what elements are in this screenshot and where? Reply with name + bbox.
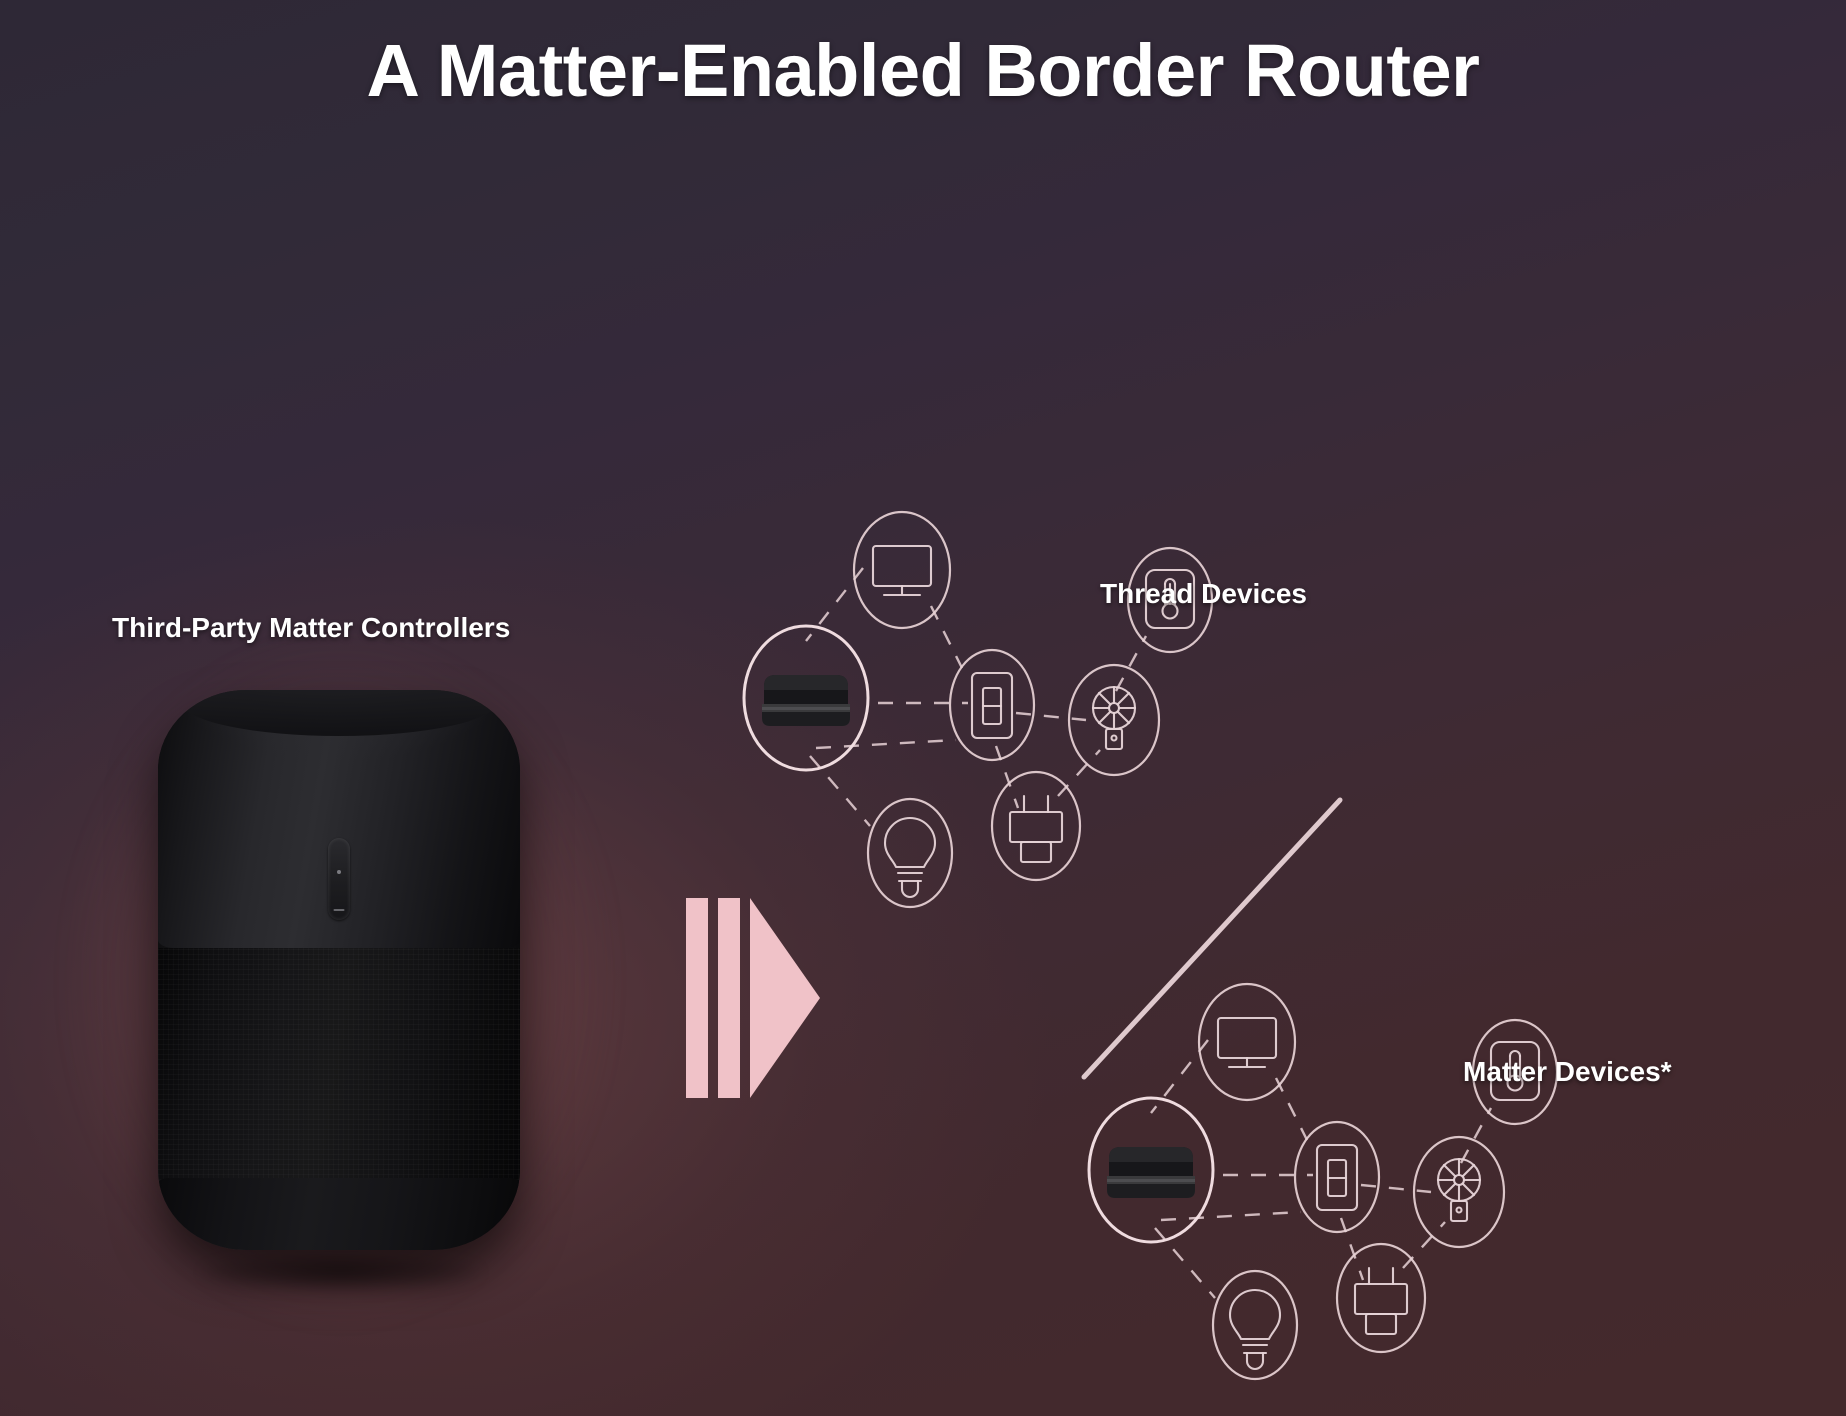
light-bulb-icon: [883, 816, 937, 898]
node-border-router-hub[interactable]: [742, 624, 870, 772]
tv-icon: [1216, 1016, 1278, 1069]
node-light-bulb[interactable]: [1211, 1269, 1299, 1381]
node-border-router-hub[interactable]: [1087, 1096, 1215, 1244]
speaker-mesh-fabric: [158, 948, 520, 1180]
thermostat-icon: [1489, 1040, 1541, 1102]
node-light-switch[interactable]: [948, 648, 1036, 762]
power-plug-icon: [1353, 1266, 1409, 1336]
label-third-party-matter-controllers: Third-Party Matter Controllers: [112, 612, 511, 643]
node-tv[interactable]: [1197, 982, 1297, 1102]
label-thread-devices: Thread Devices: [1100, 578, 1307, 609]
speaker-button-line: [333, 909, 345, 911]
thermostat-icon: [1144, 568, 1196, 630]
node-light-switch[interactable]: [1293, 1120, 1381, 1234]
light-switch-icon: [970, 671, 1014, 740]
light-bulb-icon: [1228, 1288, 1282, 1370]
chevron-right-arrow: [686, 898, 820, 1098]
ceiling-fan-icon: [1091, 685, 1137, 751]
node-light-bulb[interactable]: [866, 797, 954, 909]
node-power-plug[interactable]: [990, 770, 1082, 882]
node-ceiling-fan[interactable]: [1412, 1135, 1506, 1249]
cluster-links: [805, 567, 1148, 827]
node-thermostat[interactable]: [1126, 546, 1214, 654]
speaker-button[interactable]: [328, 838, 350, 920]
speaker-button-indicator: [337, 870, 341, 875]
power-plug-icon: [1008, 794, 1064, 864]
hub-box-icon: [1107, 1147, 1195, 1198]
speaker-body: [158, 690, 520, 1250]
node-ceiling-fan[interactable]: [1067, 663, 1161, 777]
page-title: A Matter-Enabled Border Router: [366, 29, 1480, 112]
speaker-drop-shadow: [200, 1252, 482, 1292]
label-matter-devices: Matter Devices*: [1463, 1056, 1672, 1087]
network-cluster-matter: [1040, 980, 1826, 1400]
node-tv[interactable]: [852, 510, 952, 630]
hub-box-icon: [762, 675, 850, 726]
node-power-plug[interactable]: [1335, 1242, 1427, 1354]
ceiling-fan-icon: [1436, 1157, 1482, 1223]
network-cluster-thread: [718, 508, 1458, 928]
node-thermostat[interactable]: [1471, 1018, 1559, 1126]
speaker-base: [158, 1178, 520, 1250]
cluster-links: [1150, 1039, 1493, 1299]
tv-icon: [871, 544, 933, 597]
light-switch-icon: [1315, 1143, 1359, 1212]
smart-speaker: [60, 630, 620, 1330]
